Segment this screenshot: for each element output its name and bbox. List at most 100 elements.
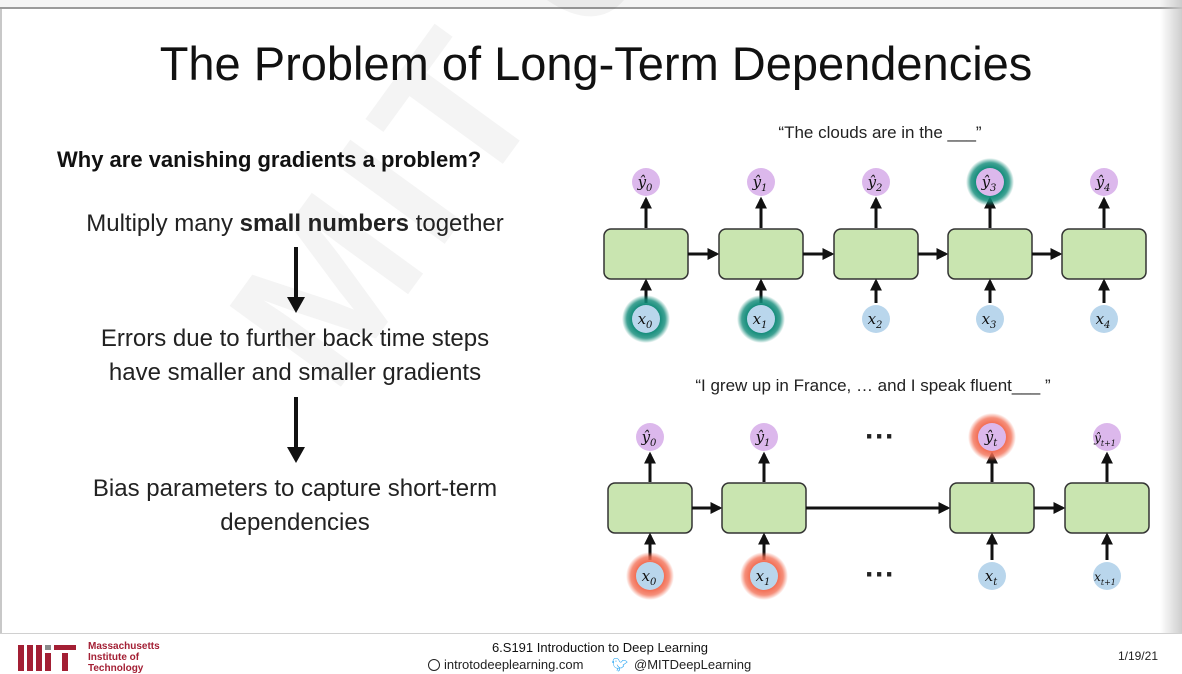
bottom-cell-0 [607,482,693,534]
point-multiply-bold: small numbers [239,210,410,237]
point-errors-line2: have smaller and smaller gradients [108,359,482,386]
top-output-3: ŷ3 [966,158,1014,206]
bottom-output-3-circle [1093,423,1121,451]
top-output-3-subscript: 3 [990,183,996,194]
twitter-handle[interactable]: @MITDeepLearning [634,657,752,672]
top-input-0: x0 [622,295,670,343]
footer-rule [0,633,1182,634]
top-input-1-symbol: x [753,310,762,328]
top-output-1-label: ŷ1 [752,173,768,194]
mit-logo-icon [18,645,76,671]
bottom-input-2-subscript: t [993,577,998,588]
point-bias-line1: Bias parameters to capture short-term [92,475,498,502]
bottom-output-0-subscript: 0 [650,438,657,449]
bottom-input-0-label: x0 [642,567,657,588]
down-arrow-2 [287,397,305,463]
bottom-input-2-circle [978,562,1006,590]
top-output-2: ŷ2 [862,168,890,196]
institute-name: Massachusetts Institute of Technology [88,641,160,674]
top-output-1: ŷ1 [747,168,775,196]
top-output-1-symbol: ŷ [752,173,762,191]
point-bias-line2: dependencies [220,509,370,536]
question-heading: Why are vanishing gradients a problem? [57,147,482,172]
bottom-input-2-label: xt [985,567,998,588]
top-input-4-subscript: 4 [1103,320,1110,331]
right-edge-shadow [1160,0,1182,674]
bottom-input-1: x1 [740,552,788,600]
bottom-output-3-subscript: t+1 [1101,439,1116,448]
point-errors: Errors due to further back time steps ha… [40,322,550,390]
bottom-input-0-symbol: x [642,567,651,585]
top-output-4-subscript: 4 [1103,183,1110,194]
top-output-2-circle [862,168,890,196]
bottom-output-0: ŷ0 [636,423,664,451]
top-input-0-subscript: 0 [646,320,653,331]
slide-title: The Problem of Long-Term Dependencies [159,37,1033,90]
point-multiply: Multiply many small numbers together [40,207,550,241]
top-output-0: ŷ0 [632,168,660,196]
top-input-3-circle [976,305,1004,333]
bottom-input-3-symbol: x [1094,570,1101,584]
top-output-1-circle [747,168,775,196]
top-input-3-label: x3 [982,310,997,331]
footer [0,634,1182,674]
bottom-cell-2 [949,482,1035,534]
bottom-input-0-subscript: 0 [650,577,657,588]
bottom-input-3-label: xt+1 [1094,570,1116,587]
top-cell-0 [603,228,689,280]
institute-line-2: Institute of [88,652,140,663]
top-input-4: x4 [1090,305,1118,333]
ellipsis-top: ··· [865,420,895,453]
top-output-3-circle [976,168,1004,196]
globe-icon [428,659,440,671]
top-input-3-subscript: 3 [990,320,996,331]
top-input-0-label: x0 [638,310,653,331]
top-output-0-circle [632,168,660,196]
top-strip [0,0,1182,9]
top-input-1-circle [747,305,775,333]
top-cell-4 [1061,228,1147,280]
bottom-output-1-circle [750,423,778,451]
top-input-4-symbol: x [1096,310,1105,328]
course-name: 6.S191 Introduction to Deep Learning [491,640,709,655]
down-arrow-1 [287,247,305,313]
top-output-4: ŷ4 [1090,168,1118,196]
bottom-input-1-symbol: x [756,567,765,585]
top-output-4-label: ŷ4 [1095,173,1111,194]
institute-line-1: Massachusetts [88,641,160,652]
top-cell-3 [947,228,1033,280]
top-input-1-label: x1 [753,310,768,331]
bottom-input-1-subscript: 1 [764,577,770,588]
top-input-2: x2 [862,305,890,333]
bottom-input-2: xt [978,562,1006,590]
bottom-cell-1 [721,482,807,534]
bottom-output-2-subscript: t [993,438,998,449]
top-output-3-symbol: ŷ [981,173,991,191]
website-link[interactable]: introtodeeplearning.com [444,657,584,672]
top-input-2-label: x2 [868,310,883,331]
point-multiply-after: together [409,210,504,237]
footer-links: introtodeeplearning.com🐦︎@MITDeepLearnin… [428,657,751,673]
bottom-output-2: ŷt [968,413,1016,461]
top-input-1: x1 [737,295,785,343]
bottom-output-2-symbol: ŷ [984,428,994,446]
institute-line-3: Technology [88,663,144,674]
bottom-output-3-symbol: ŷ [1093,431,1101,445]
left-edge [0,9,2,634]
top-input-0-symbol: x [638,310,647,328]
top-cell-2 [833,228,919,280]
point-multiply-before: Multiply many [86,210,240,237]
bottom-output-1-symbol: ŷ [755,428,765,446]
top-output-0-symbol: ŷ [637,173,647,191]
top-output-0-label: ŷ0 [637,173,653,194]
bottom-output-0-circle [636,423,664,451]
slide-date: 1/19/21 [1117,649,1158,663]
bottom-input-0-circle [636,562,664,590]
bottom-output-3: ŷt+1 [1093,423,1121,451]
bottom-output-1: ŷ1 [750,423,778,451]
bottom-output-1-subscript: 1 [764,438,770,449]
top-input-2-subscript: 2 [875,320,882,331]
